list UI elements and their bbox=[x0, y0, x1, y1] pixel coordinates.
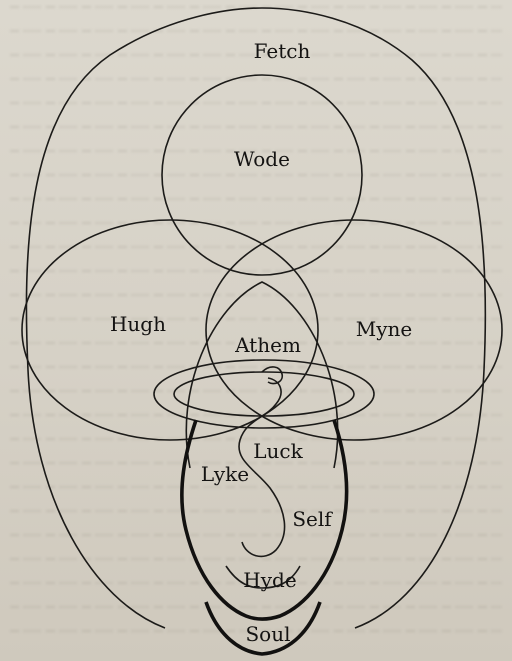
hyde-label: Hyde bbox=[243, 568, 296, 592]
soul-label: Soul bbox=[245, 622, 290, 646]
myne-label: Myne bbox=[356, 317, 413, 341]
wode-circle bbox=[162, 75, 362, 275]
fetch-outer-oval bbox=[26, 8, 485, 628]
lyke-label: Lyke bbox=[201, 462, 249, 486]
myne-ellipse bbox=[206, 220, 502, 440]
hugh-label: Hugh bbox=[110, 312, 166, 336]
serpent-head bbox=[262, 367, 282, 384]
self-label: Self bbox=[292, 507, 333, 531]
luck-label: Luck bbox=[253, 439, 303, 463]
athem-label: Athem bbox=[234, 333, 301, 357]
wode-label: Wode bbox=[234, 147, 290, 171]
fetch-label: Fetch bbox=[254, 39, 311, 63]
luck-ring-inner bbox=[174, 372, 354, 416]
